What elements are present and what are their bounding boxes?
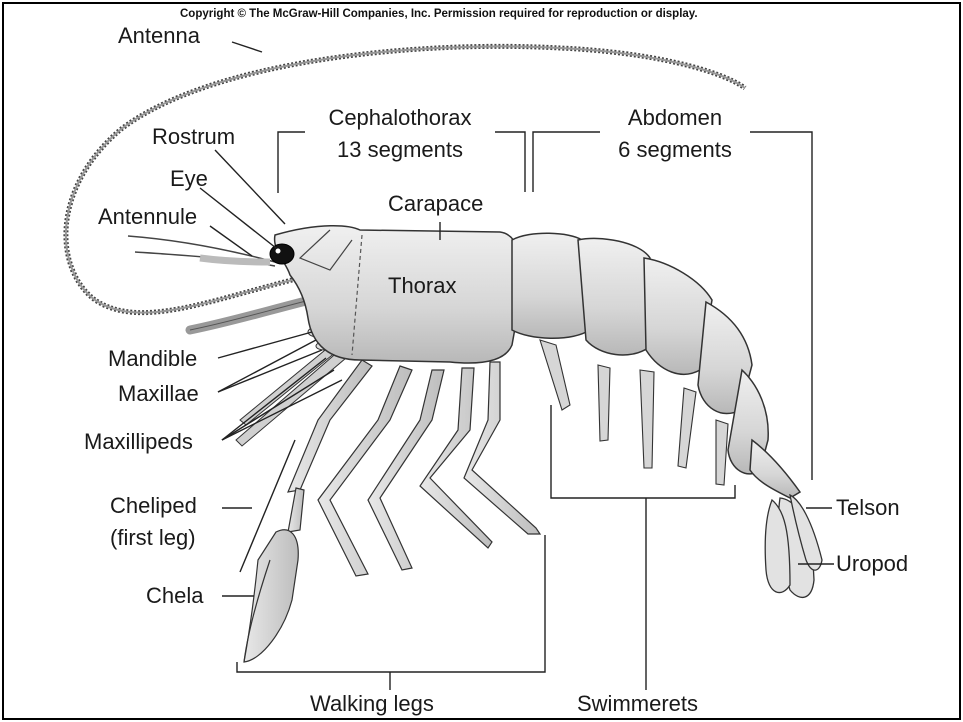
label-swimmerets: Swimmerets bbox=[577, 692, 698, 716]
label-carapace: Carapace bbox=[388, 192, 483, 216]
label-rostrum: Rostrum bbox=[152, 125, 235, 149]
label-cephalothorax-segments: 13 segments bbox=[305, 138, 495, 162]
label-uropod: Uropod bbox=[836, 552, 908, 576]
label-first-leg: (first leg) bbox=[110, 526, 196, 550]
label-antenna: Antenna bbox=[118, 24, 200, 48]
antennules bbox=[128, 236, 275, 266]
label-chela: Chela bbox=[146, 584, 203, 608]
label-antennule: Antennule bbox=[98, 205, 197, 229]
label-abdomen-segments: 6 segments bbox=[600, 138, 750, 162]
label-abdomen: Abdomen bbox=[600, 106, 750, 130]
label-cephalothorax: Cephalothorax bbox=[305, 106, 495, 130]
label-maxillipeds: Maxillipeds bbox=[84, 430, 193, 454]
label-thorax: Thorax bbox=[388, 274, 456, 298]
label-mandible: Mandible bbox=[108, 347, 197, 371]
label-cheliped: Cheliped bbox=[110, 494, 197, 518]
maxillipeds-parts bbox=[236, 346, 346, 446]
tail-fan bbox=[765, 495, 822, 597]
eye bbox=[270, 244, 294, 264]
label-walking-legs: Walking legs bbox=[310, 692, 434, 716]
label-telson: Telson bbox=[836, 496, 900, 520]
label-eye: Eye bbox=[170, 167, 208, 191]
label-maxillae: Maxillae bbox=[118, 382, 199, 406]
copyright-notice: Copyright © The McGraw-Hill Companies, I… bbox=[180, 8, 698, 20]
walking-legs bbox=[318, 362, 540, 576]
